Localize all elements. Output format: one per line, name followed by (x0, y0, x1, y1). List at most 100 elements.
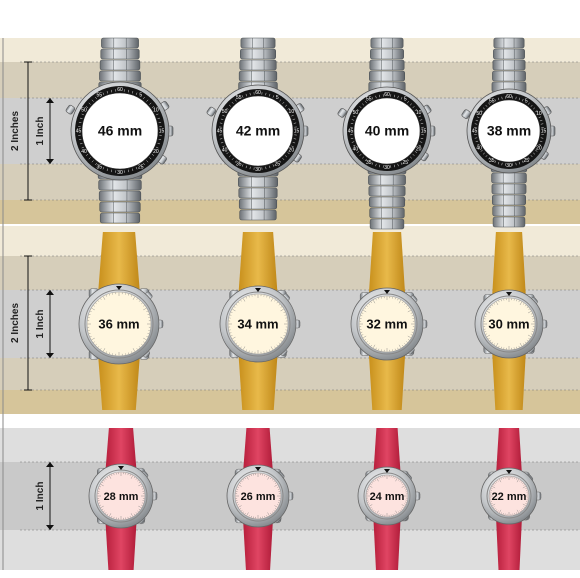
two-inch-label-row-2: 2 Inches (10, 303, 21, 343)
watch-size-label: 46 mm (98, 123, 142, 139)
scale-indicator-row-2: 2 Inches 1 Inch (10, 255, 54, 391)
watch-gold-32mm: 32 mm (350, 232, 428, 410)
watch-red-26mm: 26 mm (226, 428, 294, 570)
watch-red-24mm: 24 mm (357, 428, 421, 570)
watch-size-label: 42 mm (236, 123, 280, 139)
watch-gold-36mm: 36 mm (78, 232, 164, 410)
bezel-number: 20 (416, 147, 422, 153)
bezel-number: 45 (348, 128, 354, 134)
bezel-number: 35 (236, 162, 242, 168)
bezel-number: 30 (255, 167, 261, 173)
strap-bottom (492, 350, 526, 410)
bezel-number: 55 (96, 92, 102, 98)
watch-size-label: 36 mm (98, 316, 139, 331)
bezel-number: 45 (76, 128, 82, 134)
bezel-number: 15 (159, 128, 165, 134)
bezel-number: 10 (416, 110, 422, 116)
pusher-left (206, 106, 216, 117)
one-inch-label-row-1: 1 Inch (35, 117, 46, 146)
twelve-marker (506, 292, 512, 296)
strap-bottom (373, 517, 401, 570)
watch-size-label: 28 mm (104, 491, 139, 503)
bezel-number: 15 (421, 128, 427, 134)
bezel-number: 40 (476, 146, 482, 152)
watch-size-label: 38 mm (487, 123, 531, 139)
watch-red-22mm: 22 mm (480, 428, 542, 570)
watch-dial (234, 472, 282, 520)
bezel-number: 60 (117, 87, 123, 93)
pusher-left (65, 104, 76, 115)
bezel-number: 40 (353, 147, 359, 153)
bezel-number: 45 (472, 128, 478, 134)
twelve-marker (116, 286, 122, 290)
bezel-number: 55 (236, 95, 242, 101)
watch-dial (353, 97, 421, 165)
bezel-number: 45 (217, 128, 223, 134)
bezel-number: 5 (139, 92, 142, 98)
strap-bottom (495, 516, 523, 570)
bezel-number: 20 (536, 146, 542, 152)
watch-dial (227, 293, 289, 355)
bezel-number: 25 (138, 164, 144, 170)
bezel-number: 20 (289, 148, 295, 154)
bezel-number: 5 (276, 95, 279, 101)
watch-dial (222, 95, 294, 167)
watch-red-28mm: 28 mm (88, 428, 158, 570)
strap-bottom (98, 356, 140, 410)
one-inch-label-row-2: 1 Inch (35, 310, 46, 339)
strap-top (495, 428, 523, 476)
bezel-number: 10 (536, 111, 542, 117)
bezel-number: 20 (153, 149, 159, 155)
strap-bottom (238, 354, 278, 410)
strap-top (98, 232, 140, 292)
watch-size-label: 24 mm (370, 491, 405, 503)
pusher-left (337, 108, 347, 118)
watch-dial (358, 295, 416, 353)
bezel-number: 50 (476, 111, 482, 117)
twelve-marker (255, 467, 261, 471)
bezel-number: 35 (366, 160, 372, 166)
bezel-number: 30 (384, 165, 390, 171)
bezel-number: 55 (489, 98, 495, 104)
bezel-number: 5 (404, 97, 407, 103)
one-inch-label-row-3: 1 Inch (35, 482, 46, 511)
pusher-left (461, 109, 471, 119)
bezel-number: 5 (525, 98, 528, 104)
strap-top (492, 232, 526, 298)
watch-dial (477, 99, 541, 163)
watch-size-label: 40 mm (365, 123, 409, 139)
bezel-number: 15 (294, 128, 300, 134)
watch-size-label: 34 mm (237, 316, 278, 331)
bezel-number: 50 (81, 108, 87, 114)
watch-dial (482, 297, 536, 351)
twelve-marker (384, 469, 390, 473)
bezel-number: 25 (523, 158, 529, 164)
bezel-number: 15 (541, 128, 547, 134)
watch-dial (365, 474, 409, 518)
bezel-number: 40 (222, 148, 228, 154)
watch-size-label: 22 mm (492, 491, 527, 503)
bezel-number: 35 (96, 164, 102, 170)
scale-indicator-row-1: 2 Inches 1 Inch (10, 61, 54, 201)
bezel-number: 55 (366, 97, 372, 103)
bezel-number: 50 (222, 109, 228, 115)
twelve-marker (118, 466, 124, 470)
watch-gold-30mm: 30 mm (474, 232, 548, 410)
two-inch-label-row-1: 2 Inches (10, 111, 21, 151)
bezel-number: 35 (489, 158, 495, 164)
bezel-number: 40 (81, 149, 87, 155)
watch-gold-34mm: 34 mm (219, 232, 301, 410)
bezel-number: 30 (117, 170, 123, 176)
watch-dial (96, 471, 146, 521)
twelve-marker (255, 288, 261, 292)
strap-top (373, 428, 401, 475)
strap-bottom (243, 519, 273, 570)
strap-bottom (105, 520, 137, 570)
scale-indicator-row-3: 1 Inch (35, 462, 54, 530)
strap-top (368, 232, 406, 296)
